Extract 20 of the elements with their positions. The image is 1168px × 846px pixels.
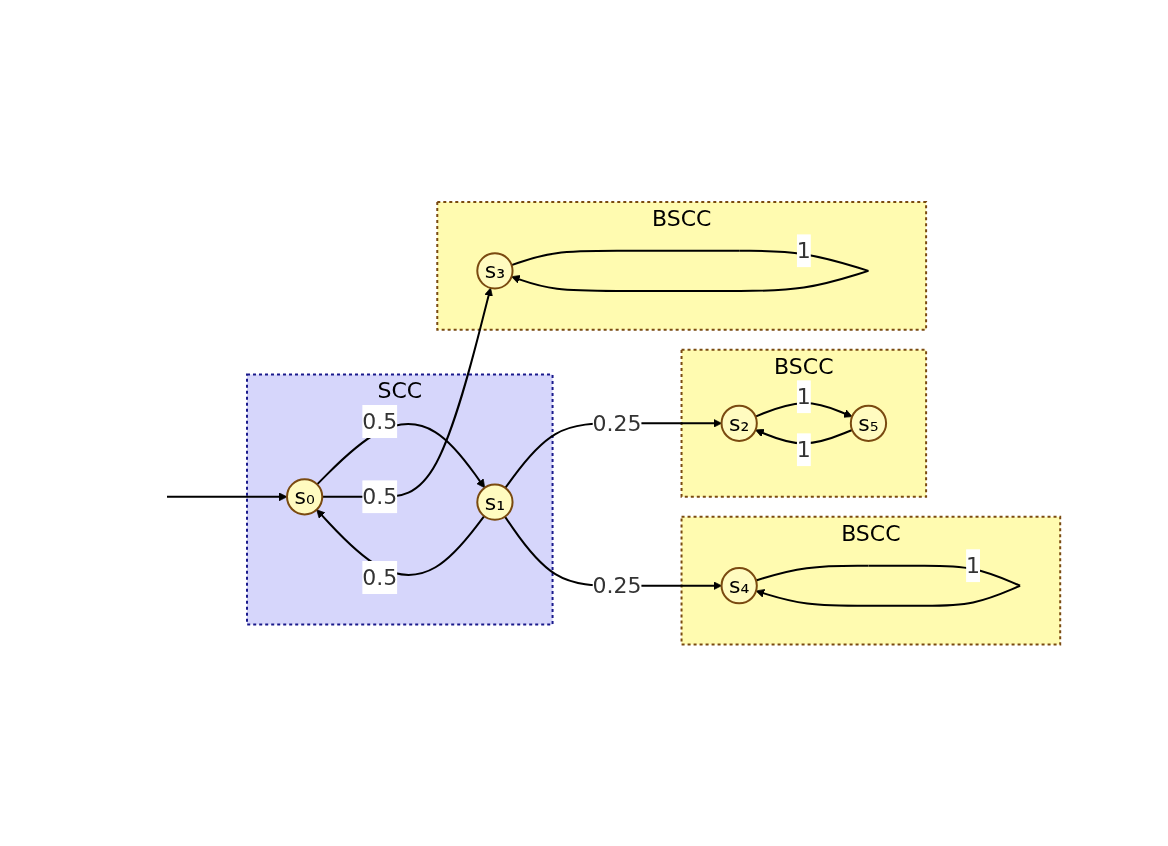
edge-label: 1 bbox=[797, 384, 812, 409]
edge-label: 1 bbox=[966, 552, 981, 578]
edge-label: 0.25 bbox=[592, 410, 642, 436]
edge-label: 0.5 bbox=[362, 408, 398, 434]
arrow bbox=[166, 492, 288, 501]
edge-label: 0.25 bbox=[592, 572, 642, 598]
node-circle: s₁ bbox=[476, 483, 514, 521]
node-circle: s₂ bbox=[720, 404, 759, 442]
arrow bbox=[755, 428, 854, 445]
edge-label: 0.5 bbox=[362, 564, 398, 590]
arrow bbox=[755, 564, 1022, 607]
arrow bbox=[316, 509, 486, 576]
arrow bbox=[510, 249, 870, 292]
node-circle: s₀ bbox=[286, 477, 324, 516]
node-circle: s₃ bbox=[476, 251, 514, 290]
edge-label: 1 bbox=[797, 238, 812, 264]
edge-label: 1 bbox=[797, 437, 812, 462]
node-circle: s₅ bbox=[850, 404, 888, 442]
edge-label: 0.5 bbox=[362, 484, 398, 510]
node-circle: s₄ bbox=[720, 566, 759, 605]
